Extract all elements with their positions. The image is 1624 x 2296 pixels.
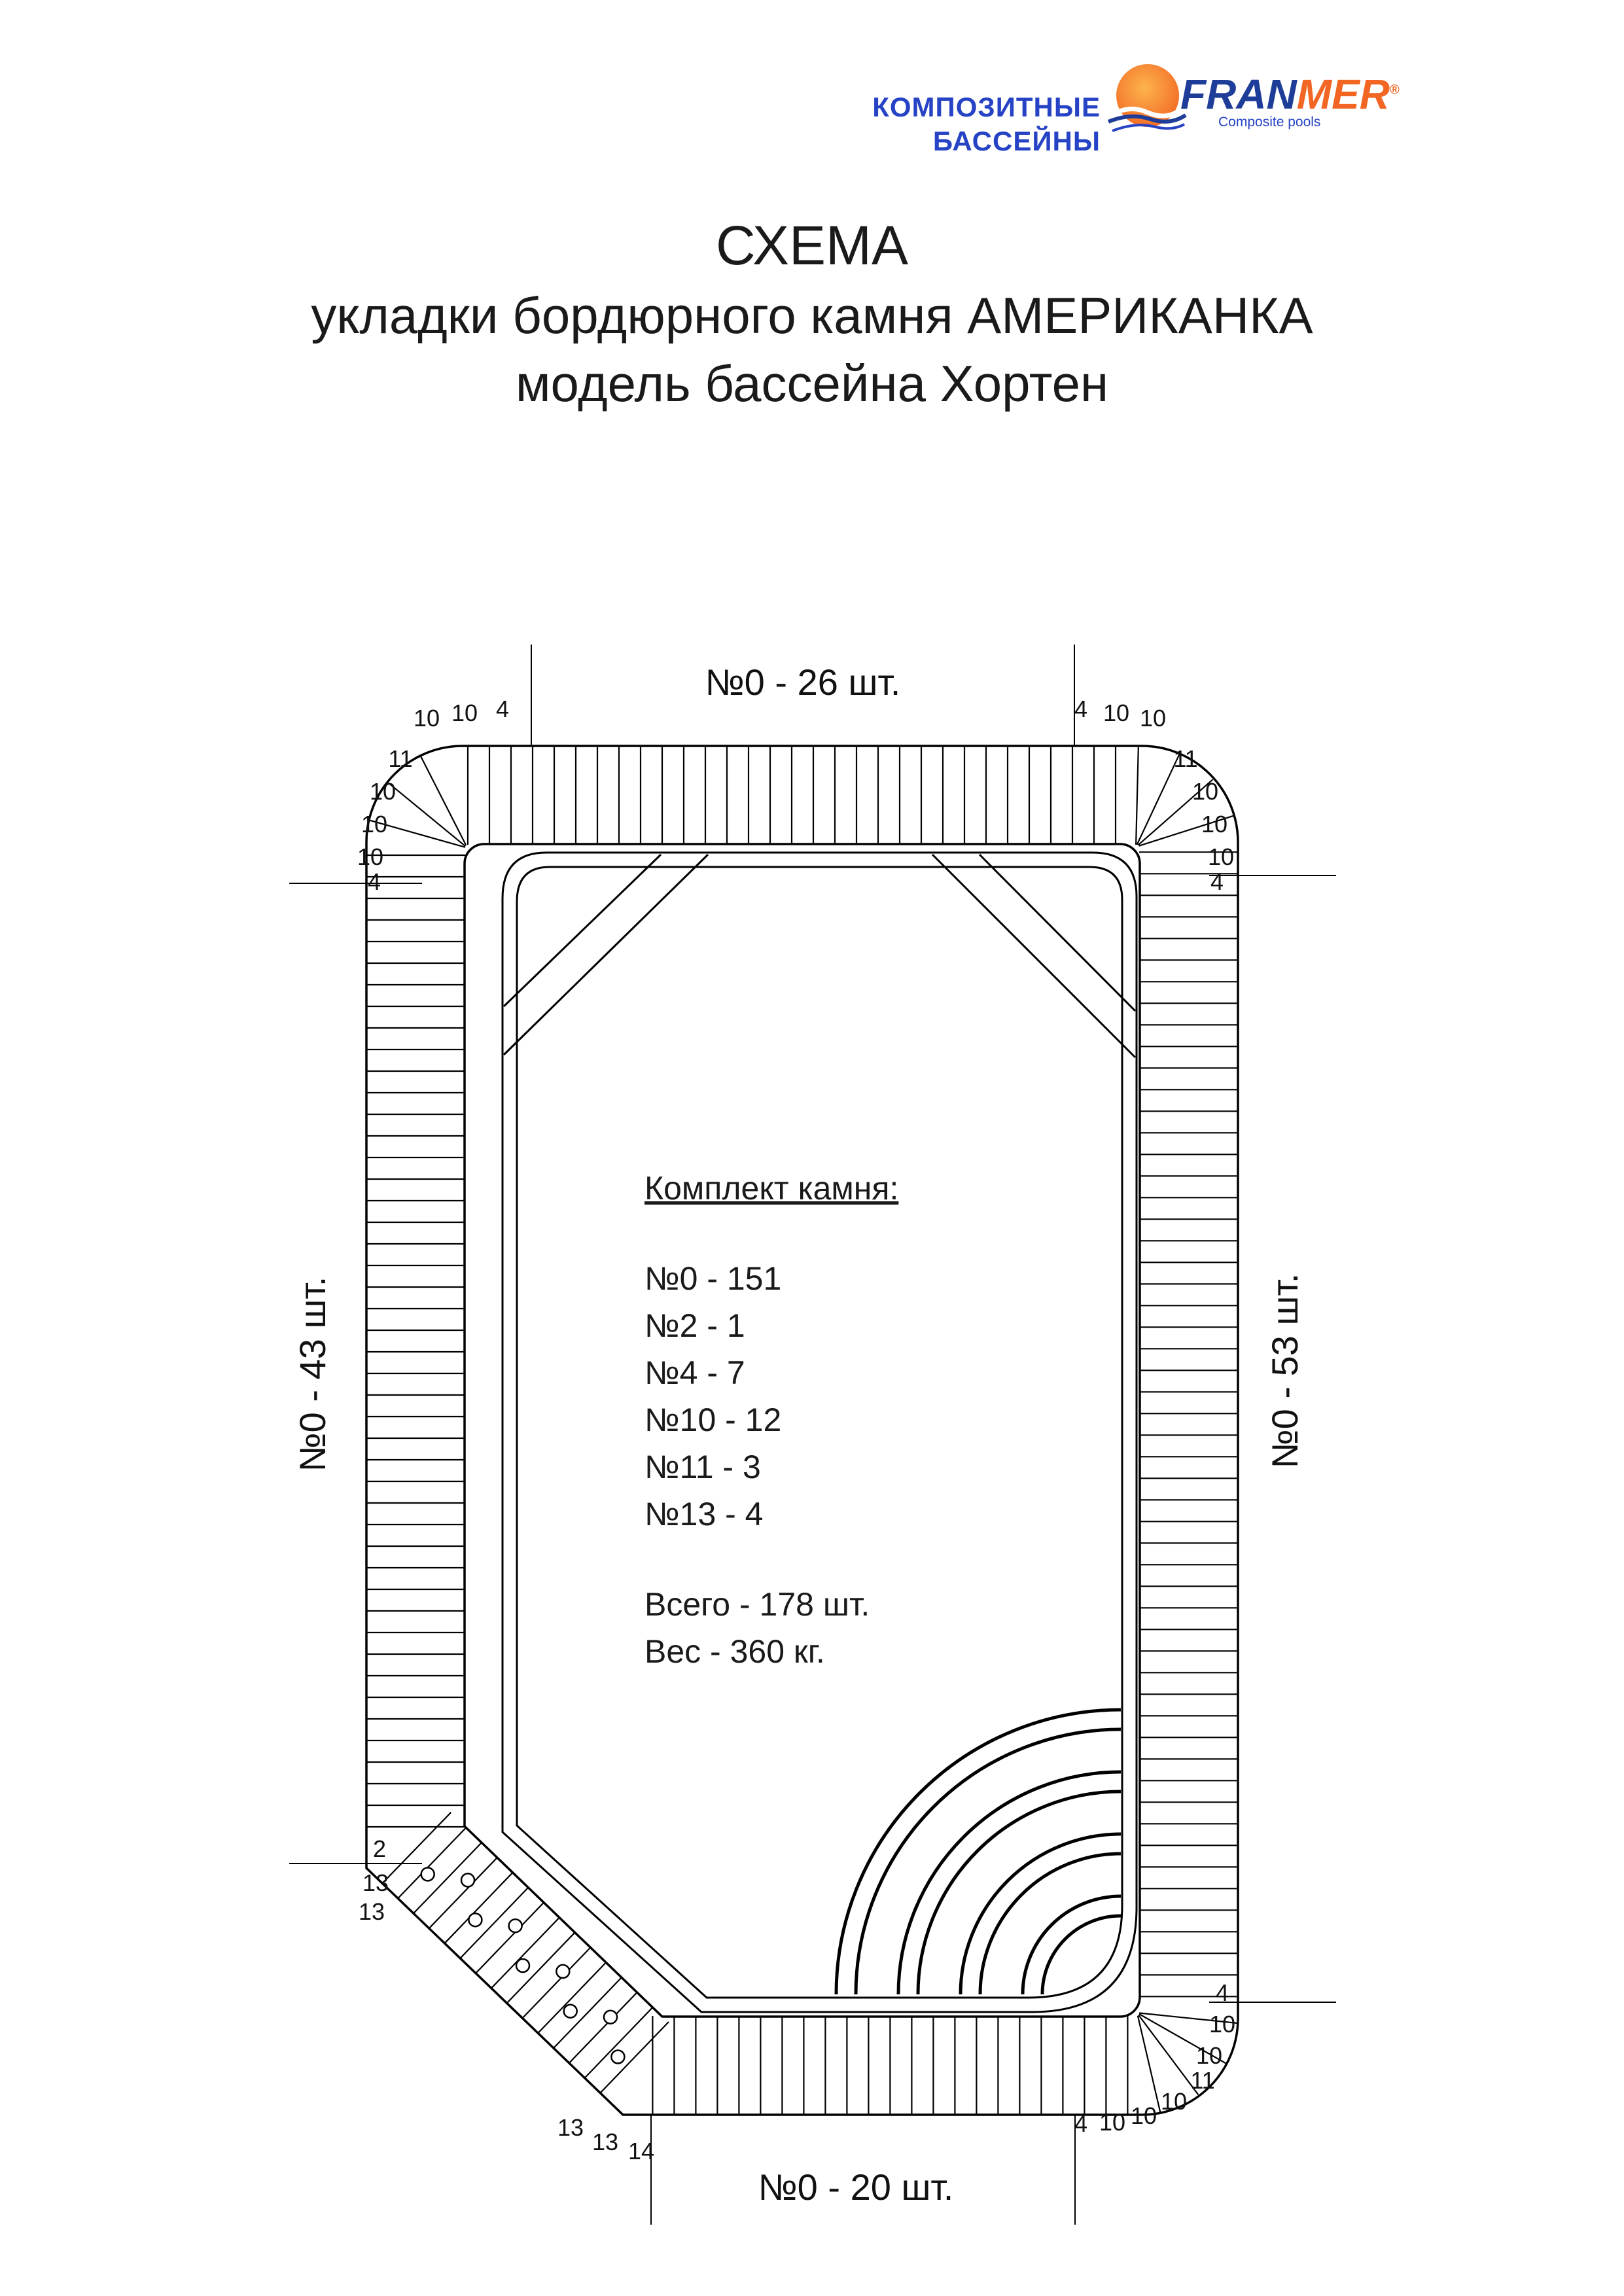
- corner-stone-number: 11: [1190, 2067, 1214, 2094]
- kit-item: №4 - 7: [644, 1354, 745, 1391]
- corner-stone-number: 10: [1103, 699, 1129, 726]
- corner-stone-number: 10: [1209, 2011, 1235, 2038]
- pool-rim-inner: [516, 866, 1123, 1999]
- corner-stone-number: 10: [1201, 811, 1227, 838]
- corner-stone-number: 4: [496, 696, 509, 722]
- corner-stone-number: 4: [1074, 2110, 1087, 2137]
- brand-name: FRANMER®: [1180, 70, 1400, 118]
- corner-stone-number: 11: [1173, 745, 1197, 772]
- corner-stone-number: 10: [1140, 705, 1166, 732]
- brand-tagline-line2: БАССЕЙНЫ: [932, 126, 1101, 156]
- corner-stone-number: 13: [362, 1869, 389, 1896]
- kit-heading: Комплект камня:: [644, 1170, 899, 1207]
- corner-stone-number: 4: [1210, 868, 1224, 895]
- corner-stone-number: 2: [373, 1835, 386, 1862]
- stone-kit-list: Комплект камня: №0 - 151 №2 - 1 №4 - 7 №…: [644, 1165, 898, 1675]
- count-left: №0 - 43 шт.: [292, 1277, 333, 1472]
- registered-mark: ®: [1389, 82, 1400, 97]
- corner-stone-number: 14: [628, 2138, 654, 2164]
- corner-stone-number: 10: [1192, 778, 1218, 805]
- brand-subtitle: Composite pools: [1218, 115, 1321, 130]
- corner-stone-o-marks: [420, 1867, 626, 2064]
- franmer-logo: FRANMER® Composite pools: [1104, 58, 1400, 169]
- kit-total: Всего - 178 шт.: [644, 1586, 870, 1623]
- sun-wave-icon: [1107, 64, 1187, 132]
- corner-stone-number: 10: [414, 705, 440, 732]
- corner-stone-number: 10: [1196, 2042, 1222, 2069]
- brand-name-fran: FRAN: [1180, 71, 1297, 118]
- count-top: №0 - 26 шт.: [705, 662, 901, 703]
- brand-tagline-line1: КОМПОЗИТНЫЕ: [872, 92, 1101, 122]
- pool-corner-chord-tl-2: [503, 853, 662, 1008]
- corner-stone-number: 10: [1161, 2088, 1187, 2115]
- kit-weight: Вес - 360 кг.: [644, 1633, 825, 1670]
- corner-stone-number: 10: [370, 778, 396, 805]
- count-bottom: №0 - 20 шт.: [758, 2166, 954, 2208]
- corner-stone-number: 10: [1099, 2109, 1125, 2136]
- coping-inner-edge: [463, 843, 1141, 2018]
- count-right: №0 - 53 шт.: [1264, 1273, 1305, 1469]
- coping-outer-edge: [365, 745, 1239, 2116]
- kit-item: №11 - 3: [644, 1449, 761, 1485]
- corner-stone-number: 10: [1208, 843, 1234, 870]
- kit-item: №13 - 4: [644, 1496, 764, 1532]
- pool-corner-chord-tr-1: [931, 853, 1137, 1059]
- corner-stone-number: 10: [451, 699, 478, 726]
- brand-tagline: КОМПОЗИТНЫЕ БАССЕЙНЫ: [872, 90, 1101, 158]
- title-line3: модель бассейна Хортен: [515, 355, 1109, 412]
- corner-stone-number: 4: [1216, 1979, 1229, 2006]
- pool-rim-outer: [501, 851, 1138, 2013]
- pool-corner-chord-tl-1: [503, 853, 709, 1056]
- brand-name-mer: MER: [1296, 71, 1390, 118]
- kit-item: №2 - 1: [644, 1307, 745, 1344]
- kit-item: №0 - 151: [644, 1260, 782, 1297]
- corner-stone-number: 10: [357, 843, 383, 870]
- pool-corner-chord-tr-2: [978, 853, 1137, 1012]
- leader-lines: [289, 645, 1336, 2225]
- corner-stone-number: 10: [361, 811, 387, 838]
- coping-stone-ticks: [366, 745, 1239, 2115]
- page-title: СХЕМА укладки бордюрного камня АМЕРИКАНК…: [0, 209, 1624, 417]
- corner-stone-number: 13: [592, 2128, 618, 2155]
- corner-stone-number: 11: [388, 745, 412, 772]
- corner-stone-number: 4: [368, 868, 381, 895]
- title-line1: СХЕМА: [716, 215, 908, 276]
- corner-steps: [834, 1708, 1121, 1995]
- corner-stone-number: 13: [359, 1898, 385, 1925]
- title-line2: укладки бордюрного камня АМЕРИКАНКА: [311, 287, 1313, 344]
- corner-stone-number: 10: [1131, 2102, 1157, 2129]
- corner-stone-number: 4: [1074, 696, 1087, 722]
- corner-stone-number: 13: [557, 2114, 584, 2141]
- kit-item: №10 - 12: [644, 1402, 782, 1438]
